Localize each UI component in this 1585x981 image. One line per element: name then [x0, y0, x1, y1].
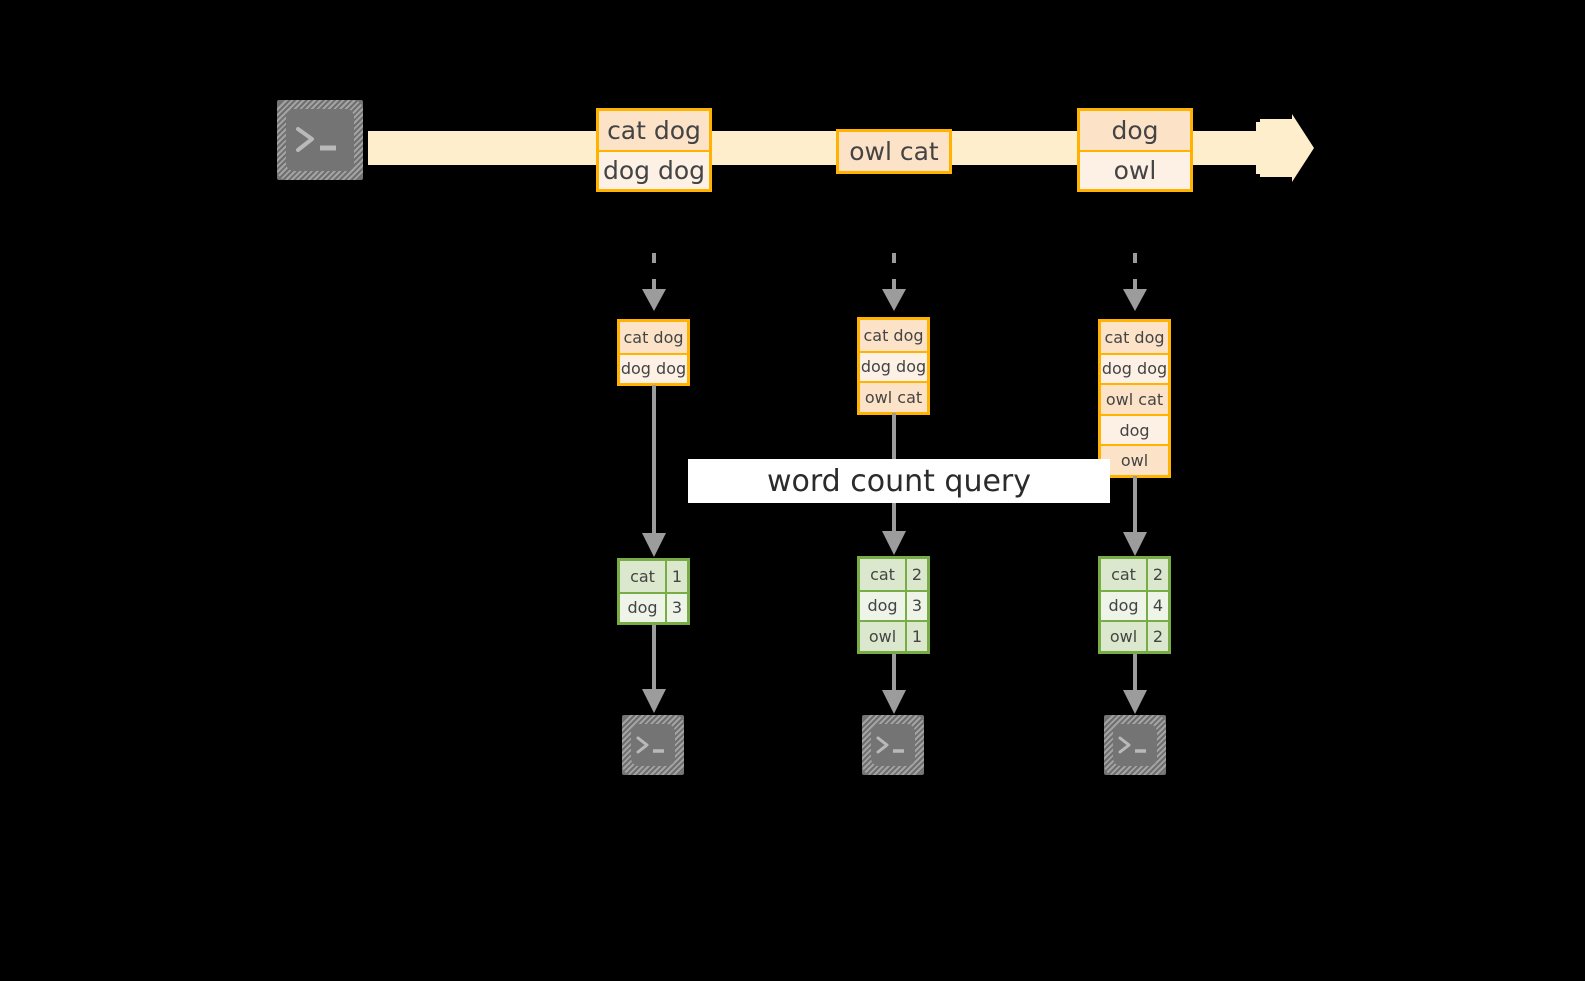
snapshot-1-feed-arrow: [642, 253, 666, 311]
table-cell-count: 1: [905, 622, 927, 651]
snapshot-record: cat dog: [620, 322, 687, 353]
table-cell-word: cat: [860, 559, 905, 590]
snapshot-2-feed-arrow: [882, 253, 906, 311]
snapshot-3-input: cat dog dog dog owl cat dog owl: [1098, 319, 1171, 478]
stream-group-3: dog owl: [1077, 108, 1193, 192]
snapshot-1-sink-terminal[interactable]: [622, 715, 684, 775]
stream-arrowhead: [1256, 114, 1314, 182]
snapshot-2-sink-terminal[interactable]: [862, 715, 924, 775]
snapshot-3-sink-terminal[interactable]: [1104, 715, 1166, 775]
table-row: owl 2: [1101, 620, 1168, 651]
snapshot-record: cat dog: [860, 320, 927, 351]
table-cell-count: 1: [665, 561, 687, 592]
snapshot-1-query-arrow: [642, 385, 666, 557]
stream-record: dog: [1080, 111, 1190, 150]
stream-record: dog dog: [599, 150, 709, 189]
terminal-prompt-icon: [871, 724, 915, 766]
snapshot-1-input: cat dog dog dog: [617, 319, 690, 387]
table-row: cat 2: [1101, 559, 1168, 590]
snapshot-record: dog dog: [620, 352, 687, 384]
snapshot-1-sink-arrow: [642, 625, 666, 713]
table-cell-count: 2: [905, 559, 927, 590]
table-cell-word: owl: [1101, 622, 1146, 651]
table-cell-word: owl: [860, 622, 905, 651]
snapshot-record: dog dog: [860, 350, 927, 382]
table-row: dog 3: [620, 591, 687, 623]
table-row: cat 2: [860, 559, 927, 590]
source-terminal[interactable]: [277, 100, 363, 180]
snapshot-2-sink-arrow: [882, 654, 906, 714]
table-cell-word: dog: [620, 593, 665, 623]
table-cell-count: 3: [665, 593, 687, 623]
snapshot-3-query-arrow: [1123, 476, 1147, 556]
snapshot-record: owl: [1101, 444, 1168, 475]
snapshot-record: cat dog: [1101, 322, 1168, 353]
table-cell-count: 2: [1146, 559, 1168, 590]
table-cell-word: cat: [1101, 559, 1146, 590]
snapshot-2-result-table: cat 2 dog 3 owl 1: [857, 556, 930, 654]
terminal-body: [871, 724, 915, 766]
query-label: word count query: [688, 459, 1110, 503]
snapshot-3-result-table: cat 2 dog 4 owl 2: [1098, 556, 1171, 654]
snapshot-2-input: cat dog dog dog owl cat: [857, 317, 930, 415]
terminal-prompt-icon: [631, 724, 675, 766]
table-row: dog 3: [860, 589, 927, 621]
table-cell-count: 2: [1146, 622, 1168, 651]
table-row: owl 1: [860, 620, 927, 651]
table-cell-count: 3: [905, 591, 927, 621]
query-label-text: word count query: [766, 463, 1032, 499]
table-row: dog 4: [1101, 589, 1168, 621]
snapshot-3-sink-arrow: [1123, 654, 1147, 714]
terminal-prompt-icon: [1113, 724, 1157, 766]
snapshot-record: dog dog: [1101, 352, 1168, 384]
stream-record: owl cat: [839, 132, 949, 171]
table-row: cat 1: [620, 561, 687, 592]
snapshot-record: owl cat: [860, 381, 927, 412]
terminal-body: [631, 724, 675, 766]
snapshot-1-result-table: cat 1 dog 3: [617, 558, 690, 626]
snapshot-3-feed-arrow: [1123, 253, 1147, 311]
snapshot-record: owl cat: [1101, 383, 1168, 414]
stream-record: cat dog: [599, 111, 709, 150]
terminal-body: [1113, 724, 1157, 766]
terminal-prompt-icon: [286, 109, 354, 171]
table-cell-word: cat: [620, 561, 665, 592]
stream-group-2: owl cat: [836, 129, 952, 174]
terminal-body: [286, 109, 354, 171]
snapshot-record: dog: [1101, 413, 1168, 445]
table-cell-word: dog: [860, 591, 905, 621]
stream-record: owl: [1080, 150, 1190, 189]
table-cell-word: dog: [1101, 591, 1146, 621]
table-cell-count: 4: [1146, 591, 1168, 621]
stream-group-1: cat dog dog dog: [596, 108, 712, 192]
